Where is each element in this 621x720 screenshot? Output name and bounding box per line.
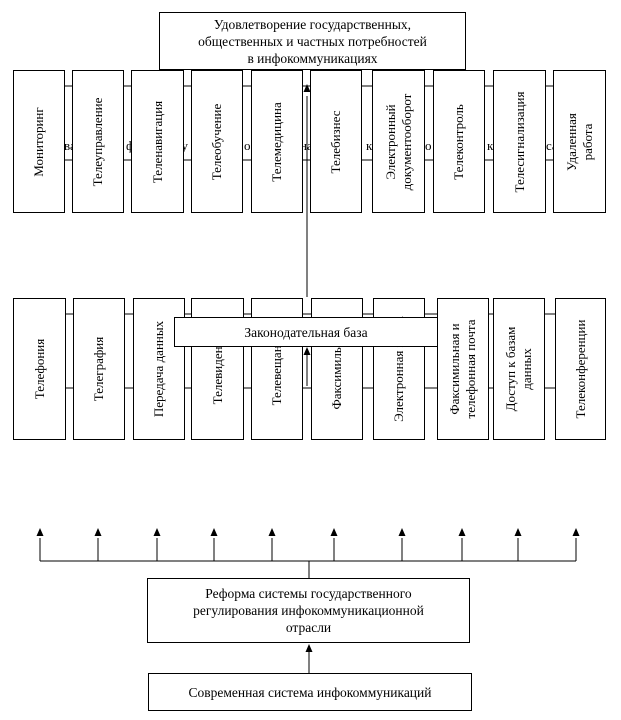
current-system-box: Современная система инфокоммуникаций	[148, 673, 472, 711]
service-label-line: Теленавигация	[149, 100, 165, 183]
base-service-label: Телеграфия	[91, 337, 107, 401]
distribution-arrow-icon	[514, 528, 522, 536]
base-service-box-1: Телефония	[13, 298, 66, 440]
base-service-label-line: данных	[519, 348, 534, 390]
service-label-line: Телеконтроль	[451, 103, 466, 180]
mid-band-fragment: к	[366, 138, 373, 153]
reform-box-line-3: отрасли	[285, 620, 332, 635]
service-label: Теленавигация	[150, 100, 166, 182]
legal-base-label: Законодательная база	[244, 324, 368, 340]
mid-band-fragment: ва	[64, 138, 76, 153]
service-box-8: Телеконтроль	[433, 70, 485, 213]
service-label: Телесигнализация	[512, 91, 528, 192]
base-service-label-line: Доступ к базам	[503, 326, 518, 412]
arrow-to-goal-icon	[303, 84, 311, 92]
service-box-2: Телеуправление	[72, 70, 124, 213]
reform-box: Реформа системы государственного регулир…	[147, 578, 470, 643]
mid-band-fragment: к	[487, 138, 494, 153]
service-box-6: Телебизнес	[310, 70, 362, 213]
distribution-arrow-icon	[153, 528, 161, 536]
arrow-to-legal-icon	[303, 347, 311, 355]
reform-box-line-2: регулирования инфокоммуникационной	[193, 603, 424, 618]
distribution-arrow-icon	[458, 528, 466, 536]
base-service-label-line: Телеконференции	[572, 319, 588, 419]
mid-band-fragment: ф	[126, 139, 134, 153]
base-service-label: Телеконференции	[573, 320, 589, 419]
service-label-line: Телесигнализация	[511, 91, 527, 192]
distribution-arrow-icon	[330, 528, 338, 536]
base-service-label-line: Передача данных	[151, 320, 166, 418]
goal-box-line-1: Удовлетворение государственных,	[213, 16, 412, 32]
service-label: Мониторинг	[31, 107, 47, 176]
mid-band-fragment: о	[425, 138, 432, 153]
base-service-label: Телефония	[32, 339, 48, 399]
distribution-arrow-icon	[268, 528, 276, 536]
service-box-1: Мониторинг	[13, 70, 65, 213]
service-label: Телемедицина	[269, 102, 285, 182]
base-service-box-10: Телеконференции	[555, 298, 606, 440]
service-label: Телеконтроль	[451, 104, 467, 180]
distribution-arrow-icon	[94, 528, 102, 536]
distribution-arrow-icon	[572, 528, 580, 536]
service-box-4: Телеобучение	[191, 70, 243, 213]
service-box-9: Телесигнализация	[493, 70, 546, 213]
service-label-line: Удаленная	[563, 112, 579, 171]
service-label: Телеуправление	[90, 97, 106, 186]
base-service-label-line: телефонная почта	[463, 319, 478, 419]
service-label-line: работа	[579, 123, 595, 160]
goal-box: Удовлетворение государственных, обществе…	[159, 12, 466, 70]
mid-band-fragment: са	[546, 138, 558, 153]
service-label: Телебизнес	[328, 110, 344, 173]
service-box-3: Теленавигация	[131, 70, 184, 213]
base-service-label-line: Факсимильная и	[447, 323, 462, 415]
goal-box-line-3: в инфокоммуникациях	[247, 50, 378, 66]
service-box-5: Телемедицина	[251, 70, 303, 213]
service-label-line: Телеобучение	[209, 103, 224, 180]
distribution-arrow-icon	[398, 528, 406, 536]
base-service-label: Передача данных	[151, 321, 167, 417]
mid-band-fragment: о	[244, 138, 251, 153]
reform-box-line-1: Реформа системы государственного	[205, 586, 412, 601]
base-service-box-2: Телеграфия	[73, 298, 125, 440]
base-service-label-line: Телеграфия	[91, 336, 106, 402]
service-label: Телеобучение	[209, 103, 225, 180]
legal-base-box: Законодательная база	[174, 317, 438, 347]
arrow-to-reform-icon	[305, 644, 313, 652]
service-label-line: Телемедицина	[269, 101, 284, 182]
mid-band-fragment: на	[300, 138, 313, 153]
current-system-label: Современная система инфокоммуникаций	[188, 684, 432, 700]
distribution-arrow-icon	[210, 528, 218, 536]
service-label-line: Электронный	[382, 103, 398, 180]
service-label-line: Мониторинг	[31, 106, 46, 177]
service-label-line: Телеуправление	[90, 97, 105, 186]
service-label-line: документооборот	[398, 93, 414, 190]
base-service-label-line: Телефония	[31, 338, 47, 400]
distribution-arrow-icon	[36, 528, 44, 536]
goal-box-line-2: общественных и частных потребностей	[198, 33, 427, 49]
service-label-line: Телебизнес	[328, 109, 343, 174]
